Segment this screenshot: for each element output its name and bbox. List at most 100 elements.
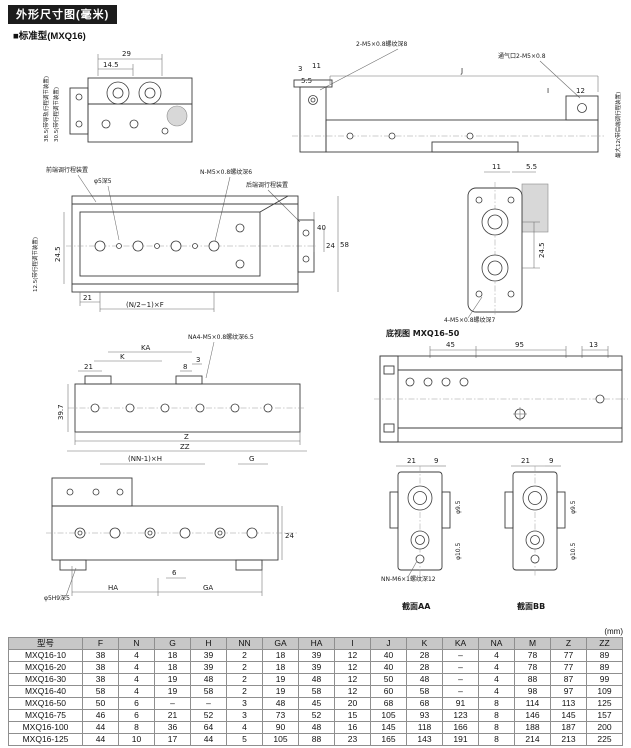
column-header: NA (478, 637, 515, 650)
value-cell: 8 (478, 733, 515, 746)
value-cell: 18 (154, 661, 191, 674)
value-cell: 19 (154, 673, 191, 686)
value-cell: 8 (118, 721, 155, 734)
column-header: ZZ (586, 637, 623, 650)
value-cell: 38 (82, 661, 119, 674)
value-cell: 165 (370, 733, 407, 746)
value-cell: 123 (442, 709, 479, 722)
value-cell: 4 (478, 649, 515, 662)
value-cell: 19 (262, 685, 299, 698)
value-cell: 23 (334, 733, 371, 746)
dim-label: HA (108, 584, 118, 592)
value-cell: 4 (118, 673, 155, 686)
dim-label: φ10.5 (455, 543, 462, 561)
value-cell: 28 (406, 649, 443, 662)
value-cell: 48 (298, 721, 335, 734)
dim-label: 14.5 (103, 61, 119, 69)
value-cell: 52 (298, 709, 335, 722)
dim-label: K (120, 353, 125, 361)
value-cell: 77 (550, 661, 587, 674)
thread-annotation: 2-M5×0.8螺纹深8 (356, 40, 408, 48)
value-cell: 18 (262, 661, 299, 674)
unit-note: (mm) (604, 627, 623, 636)
value-cell: 105 (370, 709, 407, 722)
value-cell: 4 (118, 685, 155, 698)
value-cell: 3 (226, 697, 263, 710)
value-cell: 44 (190, 733, 227, 746)
dim-label: G (249, 455, 254, 463)
dim-label: 58 (340, 241, 349, 249)
value-cell: 78 (514, 661, 551, 674)
column-header: N (118, 637, 155, 650)
value-cell: 44 (82, 721, 119, 734)
value-cell: 125 (586, 697, 623, 710)
value-cell: 89 (586, 649, 623, 662)
value-cell: 166 (442, 721, 479, 734)
thread-annotation: 4-M5×0.8螺纹深7 (444, 316, 496, 324)
value-cell: 48 (190, 673, 227, 686)
drawing-end-view-right: 11 5.5 24.5 4-M5×0.8螺纹深7 (444, 163, 549, 324)
dim-label: 95 (515, 341, 524, 349)
value-cell: 4 (118, 661, 155, 674)
annotation-label: 12.5(带行程调节装置) (31, 237, 39, 292)
dim-label: 21 (407, 457, 416, 465)
column-header: M (514, 637, 551, 650)
value-cell: 8 (478, 709, 515, 722)
value-cell: 187 (550, 721, 587, 734)
dim-label: I (547, 87, 549, 95)
value-cell: 213 (550, 733, 587, 746)
dim-label: 29 (122, 50, 131, 58)
value-cell: 39 (190, 661, 227, 674)
dim-label: φ9.5 (570, 500, 577, 514)
value-cell: 19 (154, 685, 191, 698)
pin-hole-annotation: φ5深5 (94, 177, 112, 185)
dim-label: 45 (446, 341, 455, 349)
dim-label: 5.5 (526, 163, 537, 171)
dim-label: 3 (298, 65, 302, 73)
value-cell: 48 (406, 673, 443, 686)
value-cell: 4 (478, 685, 515, 698)
value-cell: 88 (298, 733, 335, 746)
value-cell: – (442, 673, 479, 686)
dim-label: (N/2−1)×F (126, 301, 164, 309)
drawing-title: 底视图 MXQ16-50 (385, 328, 460, 338)
value-cell: 77 (550, 649, 587, 662)
drawing-sections: 21 9 φ9.5 φ10.5 NN-M6×1螺纹深12 截面AA 21 9 (381, 457, 577, 611)
model-cell: MXQ16-10 (8, 649, 83, 662)
column-header: NN (226, 637, 263, 650)
standard-type-label: ■标准型(MXQ16) (13, 31, 86, 42)
model-cell: MXQ16-40 (8, 685, 83, 698)
value-cell: 214 (514, 733, 551, 746)
dim-label: 13 (589, 341, 598, 349)
column-header: Z (550, 637, 587, 650)
value-cell: 91 (442, 697, 479, 710)
value-cell: 143 (406, 733, 443, 746)
dim-label: 21 (84, 363, 93, 371)
value-cell: 98 (514, 685, 551, 698)
air-port-annotation: 通气口2-M5×0.8 (498, 52, 546, 60)
dim-label: J (460, 67, 463, 75)
dim-label: ZZ (180, 443, 190, 451)
value-cell: 39 (298, 649, 335, 662)
dim-label: 21 (83, 294, 92, 302)
value-cell: 12 (334, 649, 371, 662)
value-cell: 78 (514, 649, 551, 662)
value-cell: 6 (118, 709, 155, 722)
value-cell: 4 (478, 661, 515, 674)
value-cell: – (154, 697, 191, 710)
value-cell: 99 (586, 673, 623, 686)
column-header: H (190, 637, 227, 650)
value-cell: 20 (334, 697, 371, 710)
value-cell: 38 (82, 673, 119, 686)
value-cell: 6 (118, 697, 155, 710)
value-cell: – (190, 697, 227, 710)
value-cell: 58 (298, 685, 335, 698)
value-cell: 28 (406, 661, 443, 674)
value-cell: 58 (82, 685, 119, 698)
